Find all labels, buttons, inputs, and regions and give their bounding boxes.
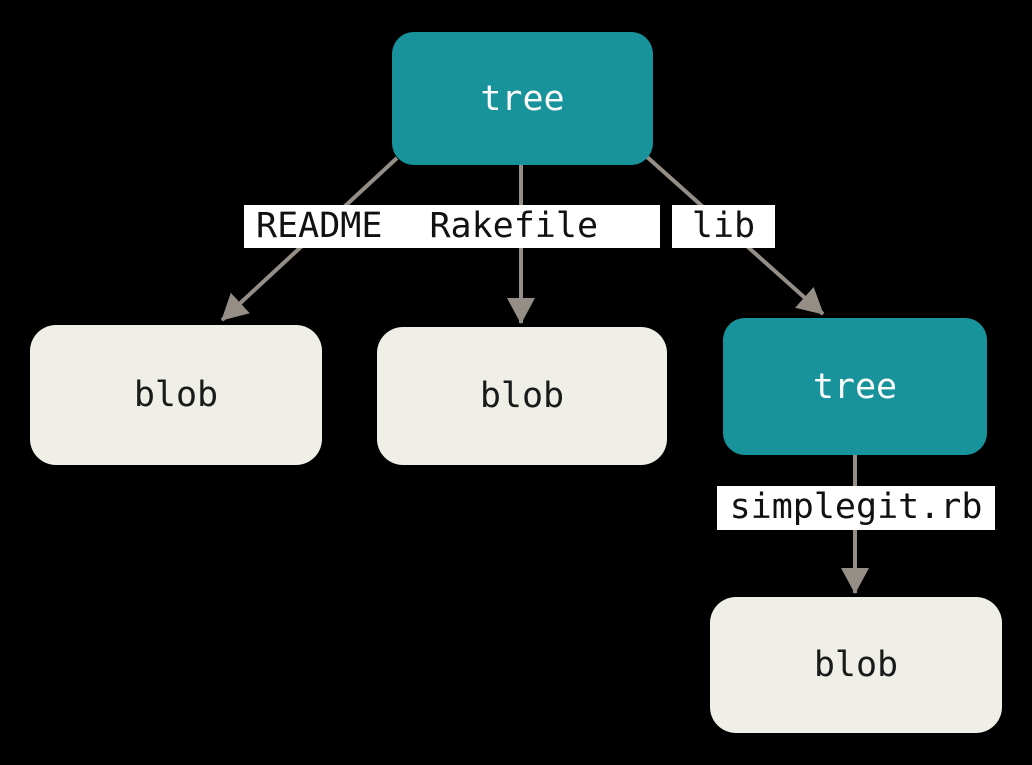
node-blob-readme-label: blob [133,375,219,415]
node-tree-lib-label: tree [812,366,898,407]
node-tree-root: tree [392,32,653,165]
edge-label-simplegit: simplegit.rb [717,486,995,530]
edge-label-lib: lib [672,205,775,248]
edge-label-readme-rakefile-box: README Rakefile [244,205,660,248]
node-blob-readme: blob [30,325,322,465]
node-tree-root-label: tree [480,78,565,119]
edge-label-readme: README [256,206,383,246]
node-blob-rakefile-label: blob [479,376,565,416]
node-blob-simplegit: blob [710,597,1002,733]
node-blob-simplegit-label: blob [813,645,899,685]
edge-label-rakefile: Rakefile [429,206,599,246]
node-blob-rakefile: blob [377,327,667,465]
node-tree-lib: tree [723,318,987,455]
